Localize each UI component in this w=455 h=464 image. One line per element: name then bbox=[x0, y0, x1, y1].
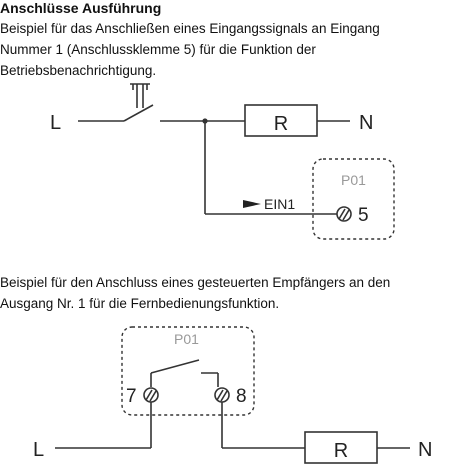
relay-contact bbox=[150, 359, 200, 374]
diagram1-terminal-label: 5 bbox=[358, 205, 369, 226]
junction-dot bbox=[202, 118, 208, 124]
diagram1-label-r: R bbox=[274, 113, 288, 135]
diagram2-terminal-7-label: 7 bbox=[126, 386, 137, 407]
example1-description: Beispiel für das Anschließen eines Einga… bbox=[0, 18, 380, 81]
diagram2-label-n: N bbox=[418, 439, 432, 461]
diagram2-terminal-8-label: 8 bbox=[236, 386, 247, 407]
switch-contact bbox=[123, 104, 154, 122]
diagram2-label-l: L bbox=[33, 439, 44, 461]
diagram-output-connection bbox=[55, 326, 410, 464]
module-box-2 bbox=[121, 326, 255, 416]
example1-line-2: Nummer 1 (Anschlussklemme 5) für die Fun… bbox=[0, 42, 316, 57]
terminal-7-icon bbox=[143, 387, 159, 403]
example2-line-1: Beispiel für den Anschluss eines gesteue… bbox=[0, 275, 391, 290]
diagram2-label-r: R bbox=[334, 440, 348, 462]
diagram2-module-label: P01 bbox=[174, 331, 199, 347]
diagram1-label-n: N bbox=[359, 112, 373, 134]
diagram1-input-label: EIN1 bbox=[264, 196, 295, 212]
diagram1-label-l: L bbox=[50, 112, 61, 134]
module-box-1 bbox=[312, 158, 395, 240]
diagram-input-connection bbox=[78, 83, 395, 240]
terminal-8-icon bbox=[214, 387, 230, 403]
example2-description: Beispiel für den Anschluss eines gesteue… bbox=[0, 272, 390, 314]
diagram1-module-label: P01 bbox=[341, 172, 366, 188]
section-heading: Anschlüsse Ausführung bbox=[0, 0, 162, 16]
terminal-5-icon bbox=[336, 206, 352, 222]
pushbutton-icon bbox=[130, 83, 150, 108]
example2-line-2: Ausgang Nr. 1 für die Fernbedienungsfunk… bbox=[0, 296, 280, 311]
example1-line-1: Beispiel für das Anschließen eines Einga… bbox=[0, 21, 380, 36]
input-arrow-icon bbox=[243, 200, 261, 208]
example1-line-3: Betriebsbenachrichtigung. bbox=[0, 63, 157, 78]
